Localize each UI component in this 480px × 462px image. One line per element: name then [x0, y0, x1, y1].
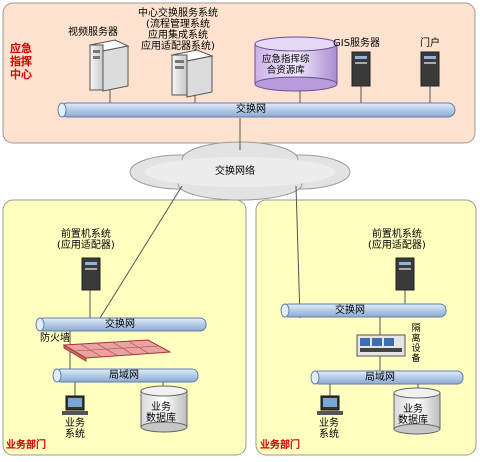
firewall-icon — [62, 339, 172, 362]
right-business-db-icon — [393, 387, 441, 435]
right-exchange-bus — [280, 303, 447, 318]
left-exchange-bus-label: 交换网 — [105, 319, 135, 330]
right-department-panel — [255, 199, 477, 456]
cloud-label: 交换网络 — [215, 166, 255, 177]
isolation-device-label: 隔离设备 — [411, 324, 421, 364]
portal-label: 门户 — [420, 38, 440, 49]
left-business-system-label: 业务 系统 — [65, 418, 85, 440]
firewall-label: 防火墙 — [40, 333, 70, 344]
resource-database-label: 应急指挥综 合资源库 — [262, 54, 310, 76]
left-business-db-label: 业务 数据库 — [146, 402, 176, 424]
video-server-label: 视频服务器 — [68, 27, 118, 38]
command-center-panel — [2, 2, 476, 144]
left-business-workstation-icon — [62, 395, 88, 415]
left-frontend-label: 前置机系统 (应用适配器) — [57, 229, 115, 251]
gis-server-icon — [351, 51, 371, 87]
video-server-icon — [88, 39, 130, 92]
exchange-system-label: 中心交换服务系统 (流程管理系统 应用集成系统 应用适配器系统) — [138, 8, 218, 52]
right-business-workstation-icon — [317, 395, 343, 415]
right-department-label: 业务部门 — [260, 440, 300, 451]
left-uplink-line — [99, 185, 183, 319]
center-bus-label: 交换网 — [236, 104, 266, 115]
right-exchange-bus-label: 交换网 — [335, 305, 365, 316]
left-frontend-server-icon — [81, 257, 101, 291]
right-lan-bus — [310, 370, 464, 385]
right-business-db-label: 业务 数据库 — [398, 404, 428, 426]
right-uplink-line — [295, 185, 301, 319]
exchange-server-icon — [170, 49, 214, 98]
right-lan-bus-label: 局域网 — [365, 372, 395, 383]
isolation-device-icon — [356, 334, 406, 357]
command-center-label: 应急 指挥 中心 — [10, 42, 32, 81]
right-business-system-label: 业务 系统 — [319, 418, 339, 440]
exchange-network-cloud — [129, 141, 351, 201]
left-department-label: 业务部门 — [6, 440, 46, 451]
gis-server-label: GIS服务器 — [333, 38, 381, 49]
right-frontend-label: 前置机系统 (应用适配器) — [368, 229, 426, 251]
resource-database-icon — [254, 36, 338, 92]
left-lan-bus — [52, 368, 199, 383]
left-lan-bus-label: 局域网 — [109, 370, 139, 381]
left-business-db-icon — [140, 385, 188, 433]
portal-server-icon — [420, 51, 440, 87]
center-exchange-bus — [57, 102, 456, 118]
right-frontend-server-icon — [395, 257, 415, 291]
left-exchange-bus — [35, 317, 207, 332]
